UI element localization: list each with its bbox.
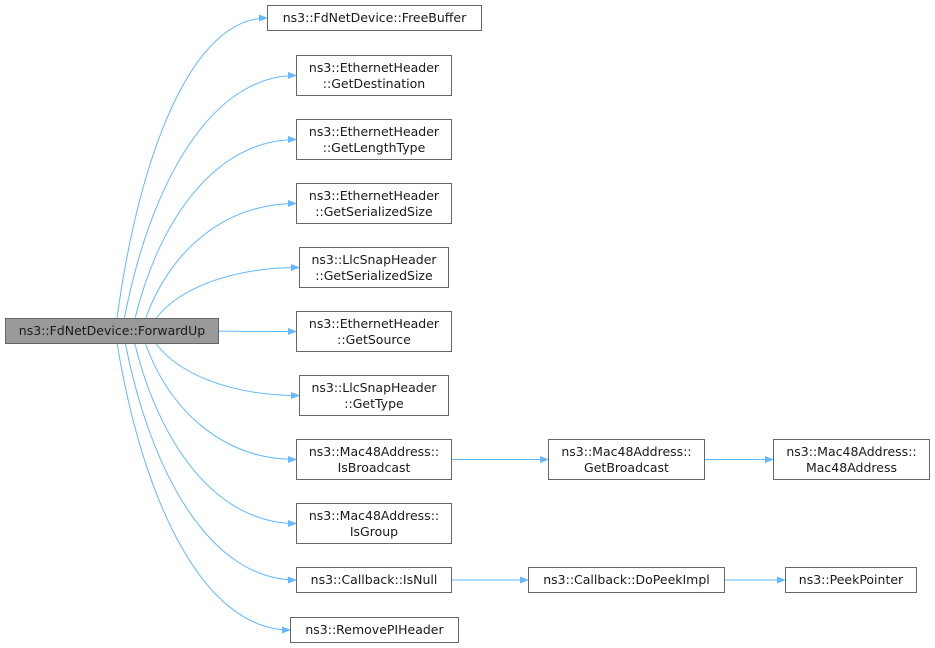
node-label-line2: IsGroup [349,523,399,539]
node-getlengthtype[interactable]: ns3::EthernetHeader ::GetLengthType [296,119,452,160]
node-label-line1: ns3::EthernetHeader [308,315,440,331]
node-getdestination[interactable]: ns3::EthernetHeader ::GetDestination [296,55,452,96]
node-label: ns3::FdNetDevice::FreeBuffer [282,10,467,25]
node-label: ns3::Callback::DoPeekImpl [543,572,710,587]
node-label-line2: ::GetDestination [322,75,426,91]
node-label-line1: ns3::LlcSnapHeader [311,379,437,395]
node-label-line2: Mac48Address [805,459,897,475]
node-label-line2: ::GetSerializedSize [315,267,433,283]
node-label-line1: ns3::Mac48Address:: [308,443,440,459]
node-label-line2: GetBroadcast [584,459,669,475]
node-dopeekimpl[interactable]: ns3::Callback::DoPeekImpl [528,567,725,593]
node-getbroadcast[interactable]: ns3::Mac48Address:: GetBroadcast [548,439,705,480]
node-label-line1: ns3::Mac48Address:: [308,507,440,523]
edge-forwardup-to-getlengthtype [134,135,297,319]
node-removepiheader[interactable]: ns3::RemovePIHeader [290,617,459,643]
edge-forwardup-to-isgroup [134,343,297,528]
node-peekpointer[interactable]: ns3::PeekPointer [785,567,917,593]
edge-forwardup-to-freebuffer [116,14,268,319]
node-label-line2: ::GetLengthType [322,139,426,155]
node-label-line1: ns3::EthernetHeader [308,59,440,75]
edge-forwardup-to-eth-getserializedsize [145,199,297,319]
node-label-line1: ns3::Mac48Address:: [561,443,692,459]
edge-forwardup-to-isnull [125,343,297,584]
node-isbroadcast[interactable]: ns3::Mac48Address:: IsBroadcast [296,439,452,480]
node-label: ns3::RemovePIHeader [305,622,444,637]
node-llc-getserializedsize[interactable]: ns3::LlcSnapHeader ::GetSerializedSize [299,247,449,288]
node-label-line2: ::GetSerializedSize [315,203,433,219]
node-label: ns3::FdNetDevice::ForwardUp [18,323,206,338]
node-label-line1: ns3::EthernetHeader [308,187,440,203]
edge-forwardup-to-removepiheader [116,343,291,634]
edge-forwardup-to-getdestination [123,71,297,319]
edge-forwardup-to-gettype [155,343,300,400]
node-label: ns3::PeekPointer [798,572,904,587]
node-forwardup: ns3::FdNetDevice::ForwardUp [5,318,219,344]
node-gettype[interactable]: ns3::LlcSnapHeader ::GetType [299,375,449,416]
node-isnull[interactable]: ns3::Callback::IsNull [296,567,452,593]
node-label-line2: IsBroadcast [337,459,411,475]
edge-forwardup-to-isbroadcast [145,343,297,464]
node-freebuffer[interactable]: ns3::FdNetDevice::FreeBuffer [267,5,482,31]
node-label-line2: ::GetType [344,395,404,411]
node-label-line2: ::GetSource [337,331,411,347]
edge-forwardup-to-llc-getserializedsize [156,263,300,319]
edge-forwardup-to-getsource [218,327,297,336]
node-getsource[interactable]: ns3::EthernetHeader ::GetSource [296,311,452,352]
node-mac48address[interactable]: ns3::Mac48Address:: Mac48Address [773,439,930,480]
node-label: ns3::Callback::IsNull [310,572,438,587]
node-label-line1: ns3::EthernetHeader [308,123,440,139]
node-isgroup[interactable]: ns3::Mac48Address:: IsGroup [296,503,452,544]
node-label-line1: ns3::LlcSnapHeader [311,251,437,267]
node-eth-getserializedsize[interactable]: ns3::EthernetHeader ::GetSerializedSize [296,183,452,224]
node-label-line1: ns3::Mac48Address:: [786,443,917,459]
